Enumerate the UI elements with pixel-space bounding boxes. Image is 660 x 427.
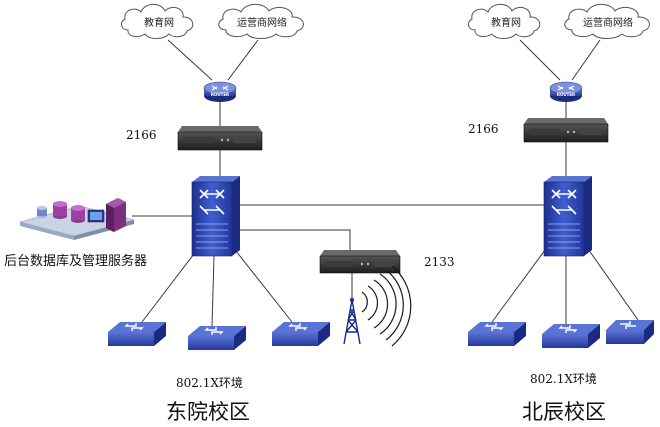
cloud-label-education-north: 教育网: [491, 16, 521, 29]
access-switch-icon[interactable]: [188, 326, 246, 350]
link-router-east-to-cloud-isp: [227, 39, 259, 81]
cloud-icon: 教育网: [467, 3, 541, 39]
database-server-icon[interactable]: [18, 198, 136, 240]
link-router-east-to-cloud-edu: [167, 39, 213, 81]
cloud-icon: 教育网: [120, 3, 194, 39]
access-switch-icon[interactable]: [542, 324, 600, 348]
access-switch-icon[interactable]: [606, 320, 654, 344]
campus-title-north: 北辰校区: [522, 400, 606, 424]
cloud-icon: 运营商网络: [218, 3, 304, 39]
link-core-east-to-access-3: [231, 245, 293, 323]
gateway-appliance-icon[interactable]: [523, 118, 609, 143]
router-icon[interactable]: ROUTER: [203, 81, 237, 102]
link-router-north-to-cloud-isp: [571, 39, 601, 81]
link-core-east-to-access-2: [211, 255, 215, 327]
access-switch-icon[interactable]: [468, 322, 526, 346]
ap-gateway-label: 2133: [424, 255, 455, 269]
link-router-north-to-cloud-edu: [519, 39, 561, 81]
server-label: 后台数据库及管理服务器: [4, 254, 148, 269]
access-switch-icon[interactable]: [108, 322, 166, 346]
gateway-label-east: 2166: [126, 128, 157, 142]
gateway-appliance-icon[interactable]: [177, 126, 263, 151]
gateway-appliance-icon[interactable]: [319, 250, 401, 274]
wireless-antenna-icon[interactable]: [343, 265, 412, 347]
cloud-label-education-east: 教育网: [144, 16, 174, 29]
router-label-north: ROUTER: [557, 92, 575, 97]
cloud-label-isp-east: 运营商网络: [237, 16, 287, 29]
link-core-east-to-ap-gateway: [240, 229, 351, 252]
core-switch-icon[interactable]: [191, 176, 240, 257]
env-label-north: 802.1X环境: [530, 372, 597, 386]
env-label-east: 802.1X环境: [176, 376, 243, 390]
router-icon[interactable]: ROUTER: [549, 81, 583, 102]
link-core-north-to-access-1: [491, 245, 549, 323]
access-switch-icon[interactable]: [272, 322, 330, 346]
cloud-label-isp-north: 运营商网络: [583, 16, 633, 29]
cloud-icon: 运营商网络: [564, 3, 650, 39]
link-core-east-to-access-1: [141, 245, 201, 323]
core-switch-icon[interactable]: [543, 176, 592, 257]
campus-title-east: 东院校区: [166, 400, 250, 424]
gateway-label-north: 2166: [468, 122, 499, 136]
link-core-north-to-access-3: [585, 245, 639, 321]
router-label-east: ROUTER: [211, 92, 229, 97]
